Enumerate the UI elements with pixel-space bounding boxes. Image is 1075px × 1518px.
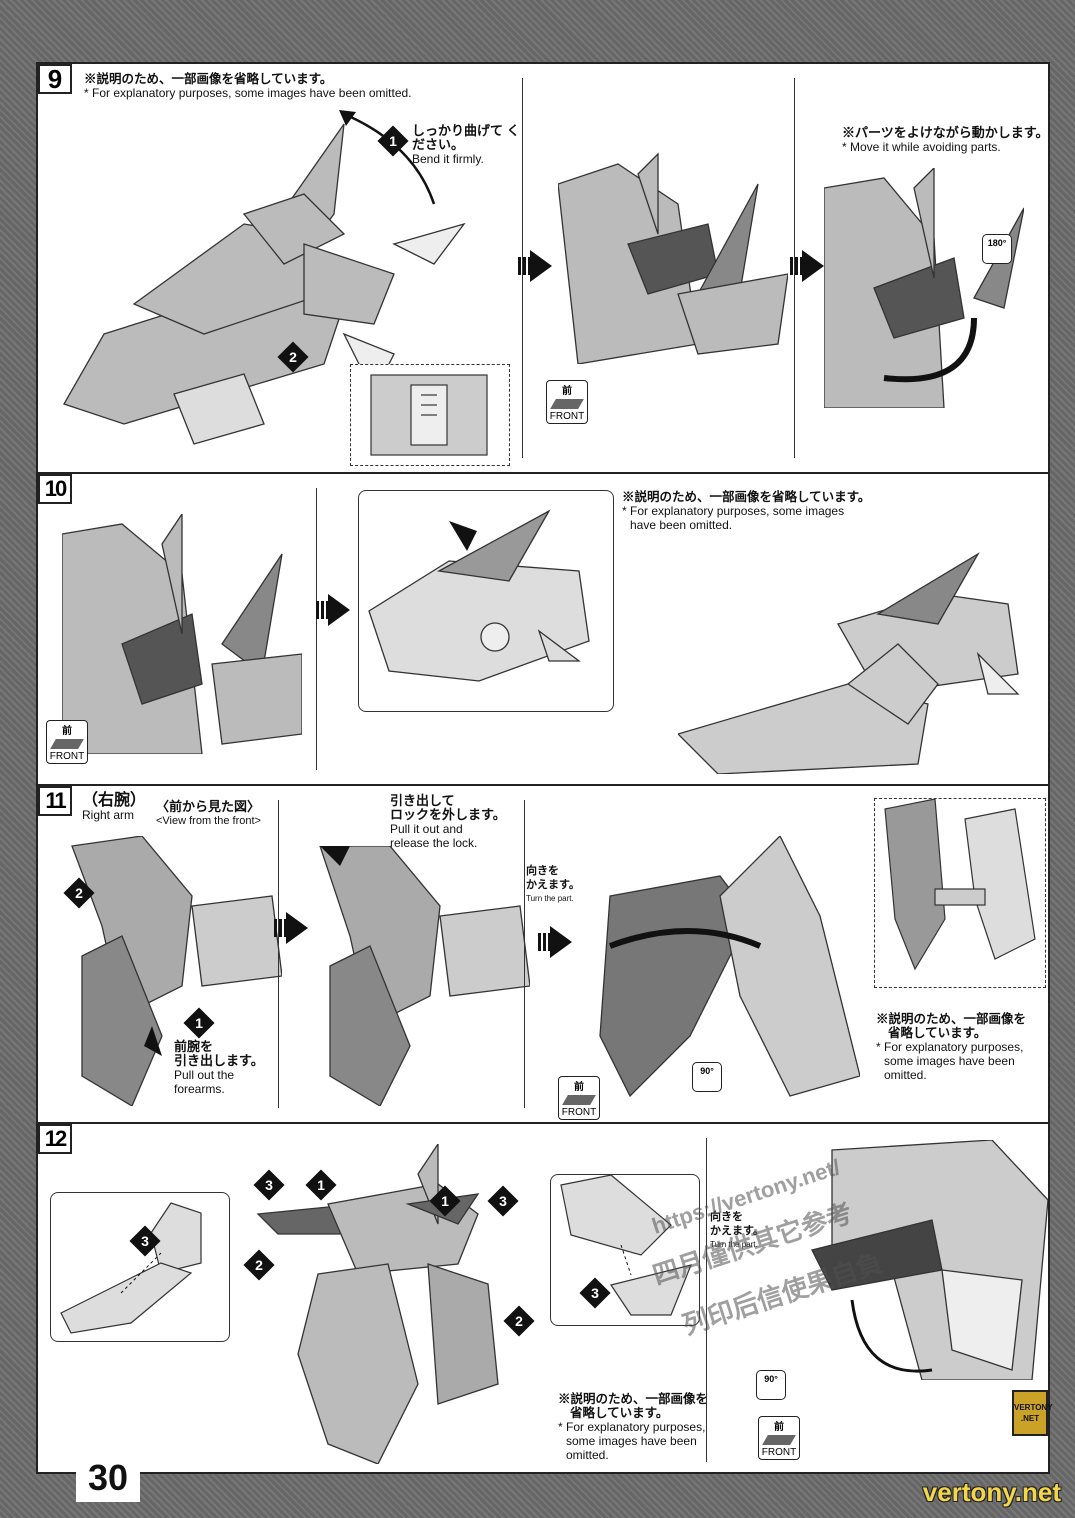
next-arrow	[790, 250, 824, 282]
forearm-label: 前腕を 引き出します。 Pull out the forearms.	[174, 1039, 264, 1097]
rotate-indicator: 90°	[692, 1062, 722, 1092]
next-arrow	[538, 926, 572, 958]
step-number: 10	[38, 474, 72, 504]
step-marker-2: 2	[503, 1305, 535, 1337]
step-10: 10 前 FRONT	[38, 474, 1048, 786]
robot-illustration	[599, 836, 860, 1098]
step-marker-3: 3	[579, 1277, 611, 1309]
step-number: 12	[38, 1124, 72, 1154]
front-indicator: 前 FRONT	[558, 1076, 600, 1120]
detail-inset	[50, 1192, 230, 1342]
step-marker-1: 1	[183, 1007, 215, 1039]
next-arrow	[316, 594, 350, 626]
step-marker-1: 1	[305, 1169, 337, 1201]
detail-inset	[358, 490, 614, 712]
detail-inset	[550, 1174, 700, 1326]
step-number: 11	[38, 786, 72, 816]
rotate-indicator: 180°	[982, 234, 1012, 264]
robot-illustration	[62, 514, 302, 754]
step-marker-3: 3	[129, 1225, 161, 1257]
site-footer[interactable]: vertony.net	[922, 1477, 1061, 1507]
robot-illustration	[319, 846, 530, 1106]
step-marker-1: 1	[429, 1185, 461, 1217]
move-note: ※パーツをよけながら動かします。 * Move it while avoidin…	[842, 125, 1049, 155]
vertony-logo: VERTONY .NET	[1012, 1390, 1053, 1436]
bend-label: しっかり曲げて ください。 Bend it firmly.	[412, 123, 520, 167]
rotate-indicator: 90°	[756, 1370, 786, 1400]
detail-inset	[350, 364, 510, 466]
front-indicator: 前 FRONT	[546, 380, 588, 424]
view-label: 〈前から見た図〉 <View from the front>	[156, 799, 261, 828]
step-marker-2: 2	[63, 877, 95, 909]
robot-illustration	[811, 1140, 1048, 1380]
robot-illustration	[63, 110, 466, 445]
step-11: 11 （右腕） Right arm 〈前から見た図〉 <View from th…	[38, 786, 1048, 1124]
step-9: 9 ※説明のため、一部画像を省略しています。 * For explanatory…	[38, 64, 1048, 474]
turn-label: 向きを かえます。 Turn the part.	[710, 1211, 764, 1249]
robot-illustration	[824, 168, 1024, 408]
omitted-note: ※説明のため、一部画像を省略しています。 * For explanatory p…	[84, 72, 412, 100]
detail-inset	[874, 798, 1046, 988]
robot-illustration	[558, 152, 788, 364]
front-indicator: 前 FRONT	[758, 1416, 800, 1460]
turn-label: 向きを かえます。 Turn the part.	[526, 865, 580, 903]
step-12: 12 3 3 1 2 1 3 2	[38, 1124, 1048, 1476]
next-arrow	[274, 912, 308, 944]
omitted-note: ※説明のため、一部画像を省略しています。 * For explanatory p…	[622, 490, 871, 532]
robot-illustration	[256, 1144, 499, 1464]
front-indicator: 前 FRONT	[46, 720, 88, 764]
omitted-note: ※説明のため、一部画像を 省略しています。 * For explanatory …	[558, 1392, 709, 1462]
step-number: 9	[38, 64, 72, 94]
page-number: 30	[76, 1452, 140, 1502]
step-marker-3: 3	[487, 1185, 519, 1217]
next-arrow	[518, 250, 552, 282]
step-marker-1: 1	[377, 125, 409, 157]
step-marker-2: 2	[277, 341, 309, 373]
robot-illustration	[678, 552, 1020, 774]
lock-label: 引き出して ロックを外します。 Pull it out and release …	[390, 793, 506, 851]
omitted-note: ※説明のため、一部画像を 省略しています。 * For explanatory …	[876, 1012, 1027, 1082]
right-arm-label: （右腕） Right arm	[82, 792, 147, 823]
step-marker-2: 2	[243, 1249, 275, 1281]
robot-illustration	[71, 836, 282, 1106]
instruction-page: 9 ※説明のため、一部画像を省略しています。 * For explanatory…	[36, 62, 1050, 1474]
step-marker-3: 3	[253, 1169, 285, 1201]
